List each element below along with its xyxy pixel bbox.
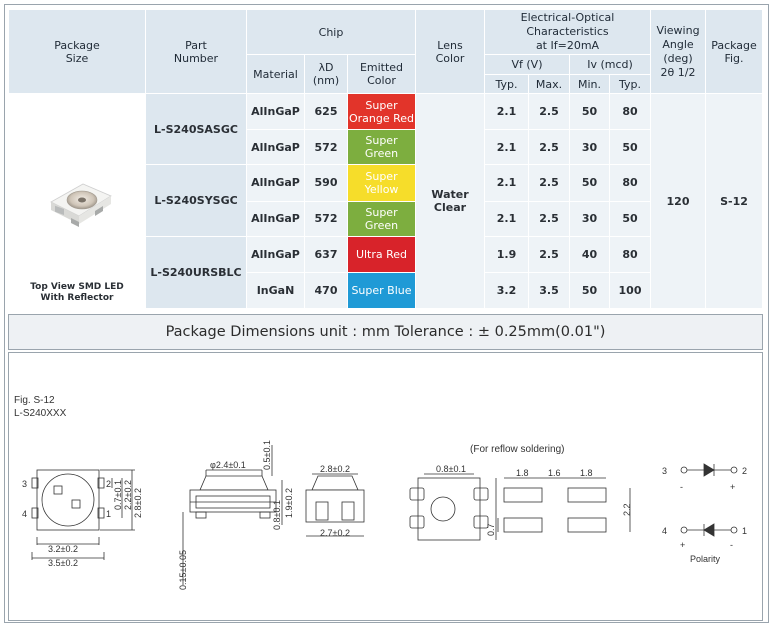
table-row: L-S240URSBLC AlInGaP 637 Ultra Red 1.9 2… [9,235,763,309]
iv-min-cell: 50 [569,164,610,202]
wavelength-cell: 572 [304,200,348,237]
package-image-cell: Top View SMD LED With Reflector [8,93,146,309]
vf-typ-cell: 2.1 [484,164,529,202]
header-lens-color: Lens Color [415,9,485,94]
header-electrical-optical: Electrical-Optical Characteristics at If… [484,9,651,55]
table-row: Top View SMD LED With Reflector L-S240SA… [8,93,763,309]
fig-number: Fig. S-12 [14,395,55,406]
emitted-color-cell: Super Green [347,200,416,237]
vf-typ-cell: 2.1 [484,200,529,237]
iv-min-cell: 40 [569,235,610,273]
material-cell: AlInGaP [246,129,305,165]
header-vf: Vf (V) [484,54,570,75]
iv-min-cell: 30 [569,200,610,237]
header-emitted-color: Emitted Color [347,54,416,94]
header-vf-typ: Typ. [484,74,529,94]
vf-max-cell: 3.5 [528,272,570,309]
header-package-fig: Package Fig. [705,9,763,94]
material-cell: InGaN [246,272,305,309]
wavelength-cell: 590 [304,164,348,202]
vf-typ-cell: 1.9 [484,235,529,273]
package-caption-line2: With Reflector [41,293,114,303]
iv-typ-cell: 80 [609,235,651,273]
part-number: L-S240SASGC [145,93,247,165]
table-row: InGaN 470 Super Blue 3.2 3.5 50 100 [9,272,763,309]
header-part-number: Part Number [145,9,247,94]
figure-label: Fig. S-12 L-S240XXX [14,394,66,420]
header-viewing-angle: Viewing Angle (deg) 2θ 1/2 [650,9,706,94]
header-wavelength: λD (nm) [304,54,348,94]
part-number: L-S240SYSGC [145,164,247,237]
lens-color-value: Water Clear [415,93,485,309]
emitted-color-cell: Super Yellow [347,164,416,202]
iv-typ-cell: 80 [609,164,651,202]
material-cell: AlInGaP [246,93,305,130]
emitted-color-cell: Ultra Red [347,235,416,273]
iv-min-cell: 50 [569,93,610,130]
iv-typ-cell: 50 [609,129,651,165]
material-cell: AlInGaP [246,235,305,273]
smd-led-photo: Top View SMD LED With Reflector [30,183,124,303]
package-dimensions-title: Package Dimensions unit : mm Tolerance :… [8,314,763,350]
iv-min-cell: 50 [569,272,610,309]
emitted-color-cell: Super Blue [347,272,416,309]
wavelength-cell: 572 [304,129,348,165]
iv-typ-cell: 50 [609,200,651,237]
package-fig-value: S-12 [705,93,763,309]
wavelength-cell: 625 [304,93,348,130]
vf-max-cell: 2.5 [528,200,570,237]
wavelength-cell: 637 [304,235,348,273]
reflow-note: (For reflow soldering) [470,444,565,455]
part-number: L-S240URSBLC [145,235,247,309]
header-iv-min: Min. [569,74,610,94]
vf-typ-cell: 2.1 [484,93,529,130]
vf-typ-cell: 2.1 [484,129,529,165]
wavelength-cell: 470 [304,272,348,309]
vf-max-cell: 2.5 [528,235,570,273]
iv-typ-cell: 80 [609,93,651,130]
drawing-area [8,352,763,621]
fig-part: L-S240XXX [14,408,67,419]
viewing-angle-value: 120 [650,93,706,309]
table-row: AlInGaP 572 Super Green 2.1 2.5 30 50 [9,200,763,237]
table-row: L-S240SYSGC AlInGaP 590 Super Yellow 2.1… [9,164,763,237]
header-chip: Chip [246,9,416,55]
material-cell: AlInGaP [246,164,305,202]
iv-typ-cell: 100 [609,272,651,309]
header-iv: Iv (mcd) [569,54,651,75]
material-cell: AlInGaP [246,200,305,237]
vf-max-cell: 2.5 [528,164,570,202]
vf-max-cell: 2.5 [528,129,570,165]
emitted-color-cell: Super Orange Red [347,93,416,130]
package-caption-line1: Top View SMD LED [30,282,124,292]
header-iv-typ: Typ. [609,74,651,94]
vf-max-cell: 2.5 [528,93,570,130]
header-material: Material [246,54,305,94]
spec-table: Package Size Part Number Chip Lens Color… [8,9,763,309]
table-row: AlInGaP 572 Super Green 2.1 2.5 30 50 [9,129,763,165]
header-vf-max: Max. [528,74,570,94]
iv-min-cell: 30 [569,129,610,165]
emitted-color-cell: Super Green [347,129,416,165]
vf-typ-cell: 3.2 [484,272,529,309]
header-package-size: Package Size [8,9,146,94]
